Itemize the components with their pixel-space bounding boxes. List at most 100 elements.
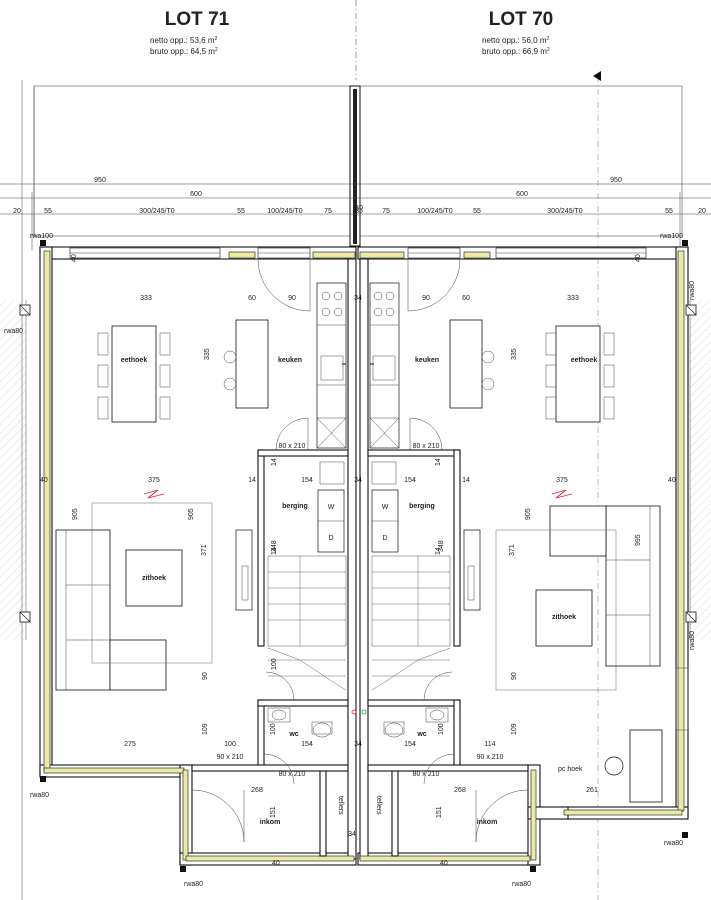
dryer-label-right: D [382, 535, 387, 542]
dim-154-right: 154 [404, 477, 416, 484]
staircase-right [371, 555, 451, 691]
dim-905-left-2: 905 [188, 508, 195, 520]
lot-71-title: LOT 71 [165, 9, 230, 30]
dim-600-right: 600 [516, 191, 528, 198]
lot-71-bruto: bruto opp.: 64,5 m2 [150, 47, 218, 56]
pc-desk [629, 729, 663, 803]
dim-55-right-1: 55 [473, 208, 481, 215]
dim-14-e: 14 [271, 547, 278, 555]
side-hatch-left [0, 300, 26, 640]
dim-34-left-mid: 34 [354, 477, 362, 484]
dim-151-right: 151 [436, 806, 443, 818]
dim-90-right: 90 [422, 295, 430, 302]
dim-40-bottom-left: 40 [272, 860, 280, 867]
dim-90-left-lower: 90 [202, 672, 209, 680]
rwa100-right: rwa100 [660, 233, 683, 240]
room-tellers-right: tellers [375, 796, 382, 815]
dim-55-right-2: 55 [665, 208, 673, 215]
dim-window-300-right: 300/245/T0 [547, 208, 583, 215]
dim-34-wc-left: 34 [354, 741, 362, 748]
dining-table-left [97, 325, 171, 423]
dim-905-right: 905 [525, 508, 532, 520]
room-tellers-left: tellers [337, 796, 344, 815]
dim-90-left: 90 [288, 295, 296, 302]
room-inkom-left: inkom [260, 819, 281, 826]
dim-window-300-left: 300/245/T0 [139, 208, 175, 215]
room-pc-hoek: pc hoek [558, 766, 583, 773]
toilet-right [383, 721, 405, 738]
kitchen-left [316, 282, 347, 449]
dim-154-wc-left: 154 [301, 741, 313, 748]
dim-151-left: 151 [270, 806, 277, 818]
dim-375-left: 375 [148, 477, 160, 484]
windows-top [69, 247, 647, 259]
room-eethoek-left: eethoek [121, 357, 148, 364]
dim-109-right: 109 [511, 723, 518, 735]
dim-14-b: 14 [462, 477, 470, 484]
dim-109-left: 109 [202, 723, 209, 735]
room-zithoek-left: zithoek [142, 575, 166, 582]
coffee-table-left [125, 549, 183, 607]
door-80x210-right-bottom: 80 x 210 [413, 771, 440, 778]
dim-154-left: 154 [301, 477, 313, 484]
dim-75-left: 75 [324, 208, 332, 215]
dim-34-left-top: 34 [354, 295, 362, 302]
dim-35-left: 35 [355, 208, 363, 215]
dim-371-right: 371 [509, 544, 516, 556]
room-wc-left: wc [288, 731, 298, 738]
dim-268-left: 268 [251, 787, 263, 794]
dim-60-right: 60 [462, 295, 470, 302]
side-hatch-right [690, 300, 711, 640]
rwa100-left: rwa100 [30, 233, 53, 240]
dim-335-left: 335 [204, 348, 211, 360]
dryer-label-left: D [328, 535, 333, 542]
dim-14-d: 14 [435, 458, 442, 466]
dim-950-right: 950 [610, 177, 622, 184]
dim-114-right: 114 [484, 741, 495, 748]
coffee-table-right [535, 589, 593, 647]
rwa80-left-upper: rwa80 [4, 328, 23, 335]
dim-995-right: 995 [635, 534, 642, 546]
staircase-left [267, 555, 347, 691]
rug-right [495, 529, 617, 691]
dim-34-bottom-1: 34 [348, 831, 356, 838]
dim-75-right: 75 [382, 208, 390, 215]
rug-left [91, 502, 213, 664]
dim-40-top-right: 40 [635, 254, 642, 262]
door-80x210-left-top: 80 x 210 [279, 443, 306, 450]
room-eethoek-right: eethoek [571, 357, 598, 364]
room-keuken-right: keuken [415, 357, 439, 364]
laundry-left [317, 489, 345, 553]
dim-348-right: 348 [438, 540, 445, 552]
dim-14-a: 14 [248, 477, 256, 484]
dim-333-right: 333 [567, 295, 579, 302]
dim-60-left: 60 [248, 295, 256, 302]
room-berging-right: berging [409, 503, 435, 510]
insulation [43, 250, 685, 862]
lot-70-netto: netto opp.: 56,0 m2 [482, 36, 550, 45]
room-inkom-right: inkom [477, 819, 498, 826]
lot-70-bruto: bruto opp.: 66,9 m2 [482, 47, 550, 56]
window-90x210-right: 90 x 210 [477, 754, 504, 761]
dim-950-left: 950 [94, 177, 106, 184]
lot-70-title: LOT 70 [489, 9, 553, 30]
room-berging-left: berging [282, 503, 308, 510]
rwa80-bottom-right: rwa80 [512, 881, 531, 888]
dim-333-left: 333 [140, 295, 152, 302]
dim-100-left-2: 100 [271, 658, 278, 670]
office-chair-icon [604, 756, 624, 776]
rwa80-right-lower: rwa80 [689, 631, 696, 650]
dim-14-f: 14 [435, 547, 442, 555]
dim-40-mid-left: 40 [40, 477, 48, 484]
dim-20-left: 20 [13, 208, 21, 215]
dim-40-mid-right: 40 [668, 477, 676, 484]
bar-stools [223, 350, 495, 391]
dim-55-left-1: 55 [44, 208, 52, 215]
window-90x210-left: 90 x 210 [217, 754, 244, 761]
dim-268-right: 268 [454, 787, 466, 794]
door-80x210-right-top: 80 x 210 [413, 443, 440, 450]
north-arrow-icon [593, 71, 601, 81]
dim-40-top-left: 40 [71, 254, 78, 262]
kitchen-right [369, 282, 400, 449]
